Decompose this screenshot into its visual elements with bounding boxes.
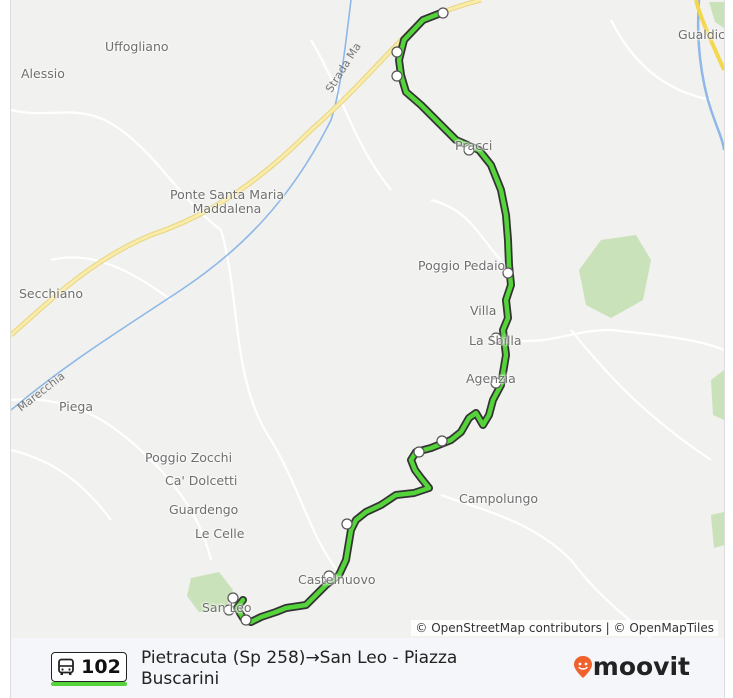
brand-name: moovit	[592, 652, 690, 681]
route-title: Pietracuta (Sp 258)→San Leo - Piazza Bus…	[141, 648, 458, 689]
bus-stop	[502, 267, 514, 279]
place-label-villa: Villa	[470, 303, 497, 318]
bus-stop	[227, 592, 239, 604]
bus-stop	[437, 7, 449, 19]
map-view[interactable]: Uffogliano Alessio Ponte Santa Maria Mad…	[10, 0, 725, 638]
forest-area	[709, 2, 724, 28]
bus-stop	[413, 446, 425, 458]
place-label-ca-dolcetti: Ca' Dolcetti	[165, 473, 238, 488]
place-label-san-leo: San Leo	[202, 600, 252, 615]
bus-stop	[391, 70, 403, 82]
place-label-ponte-santa-maria-maddalena: Ponte Santa Maria Maddalena	[170, 187, 284, 216]
place-label-secchiano: Secchiano	[19, 286, 83, 301]
bus-stop	[240, 614, 252, 626]
place-label-le-celle: Le Celle	[195, 526, 245, 541]
route-number: 102	[81, 656, 121, 678]
bus-stop	[490, 377, 502, 389]
place-label-poggio-zocchi: Poggio Zocchi	[145, 450, 233, 465]
place-label-la-sbilla: La Sbilla	[469, 333, 522, 348]
map-attribution[interactable]: © OpenStreetMap contributors | © OpenMap…	[411, 620, 718, 636]
main-road-upper-right	[694, 0, 724, 71]
bus-stop	[341, 518, 353, 530]
forest-area	[711, 512, 724, 548]
river-marecchia	[11, 0, 352, 411]
route-badge[interactable]: 102	[51, 652, 127, 686]
bus-stop	[463, 144, 475, 156]
forest-area	[711, 370, 724, 420]
main-road	[11, 0, 482, 337]
bus-stop	[490, 332, 502, 344]
place-label-agenzia: Agenzia	[466, 371, 516, 386]
bus-stop	[323, 570, 335, 582]
place-label-guardengo: Guardengo	[169, 502, 239, 517]
map-canvas	[11, 0, 724, 638]
bus-stop	[436, 435, 448, 447]
place-label-campolungo: Campolungo	[459, 491, 539, 506]
place-label-alessio: Alessio	[21, 66, 65, 81]
moovit-pin-icon	[573, 655, 592, 678]
place-label-piega: Piega	[59, 399, 94, 414]
bus-stops	[223, 7, 514, 626]
forest-area	[187, 572, 233, 612]
place-label-castelnuovo: Castelnuovo	[298, 572, 376, 587]
bus-icon	[58, 658, 75, 675]
place-label-pracci: Pracci	[455, 138, 493, 153]
forest-area	[579, 235, 651, 318]
bus-stop	[223, 604, 235, 616]
bus-stop	[391, 46, 403, 58]
river-upper-right	[696, 0, 724, 151]
minor-roads	[11, 19, 724, 638]
place-label-poggio-pedaio: Poggio Pedaio	[418, 258, 506, 273]
place-label-uffogliano: Uffogliano	[105, 39, 169, 54]
moovit-logo: moovit	[573, 652, 690, 681]
place-label-gualdicciolo: Gualdicciolo	[678, 27, 725, 42]
route-footer: 102 Pietracuta (Sp 258)→San Leo - Piazza…	[10, 638, 725, 698]
